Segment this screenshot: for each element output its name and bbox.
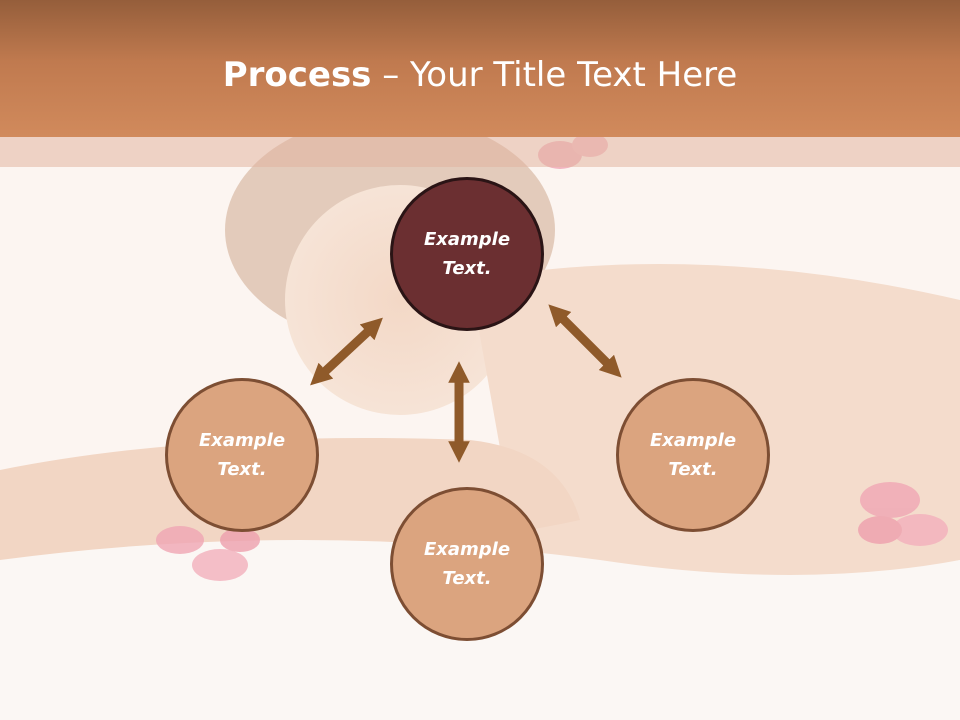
process-node-center[interactable]: Example Text. — [390, 177, 544, 331]
flower-left-icon — [156, 526, 260, 581]
title-bold: Process — [222, 55, 372, 95]
node-label-line1: Example — [423, 539, 511, 560]
node-label-line2: Text. — [442, 258, 492, 279]
node-label-line2: Text. — [668, 459, 718, 480]
process-node-left[interactable]: Example Text. — [165, 378, 319, 532]
process-node-right[interactable]: Example Text. — [616, 378, 770, 532]
flower-right-icon — [858, 482, 948, 546]
arrow-top-right — [548, 304, 622, 378]
node-label-line2: Text. — [217, 459, 267, 480]
title-rest: – Your Title Text Here — [371, 55, 738, 95]
arrow-top-left — [310, 317, 383, 386]
node-label-line1: Example — [649, 430, 737, 451]
slide-title: Process – Your Title Text Here — [0, 52, 960, 98]
title-bar-band — [0, 137, 960, 167]
process-node-bottom[interactable]: Example Text. — [390, 487, 544, 641]
title-bar — [0, 0, 960, 137]
node-label-line1: Example — [423, 229, 511, 250]
node-label-line2: Text. — [442, 568, 492, 589]
node-label-line1: Example — [198, 430, 286, 451]
